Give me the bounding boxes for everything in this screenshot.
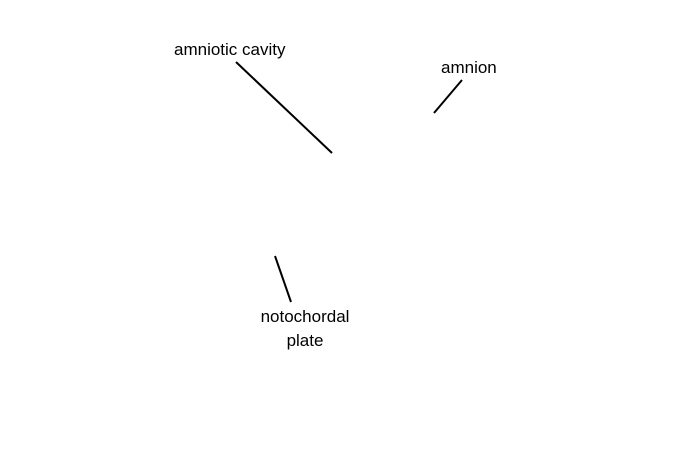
notochordal-plate-leader-line	[274, 255, 292, 303]
amnion-label: amnion	[441, 58, 497, 77]
amnion-leader-line	[433, 79, 463, 114]
amniotic-cavity-label: amniotic cavity	[174, 40, 286, 59]
notochordal-plate-label-line2: plate	[286, 331, 324, 350]
amniotic-cavity-leader-line	[235, 61, 333, 154]
notochordal-plate-label: notochordal plate	[244, 305, 366, 353]
notochordal-plate-label-line1: notochordal	[260, 307, 350, 326]
